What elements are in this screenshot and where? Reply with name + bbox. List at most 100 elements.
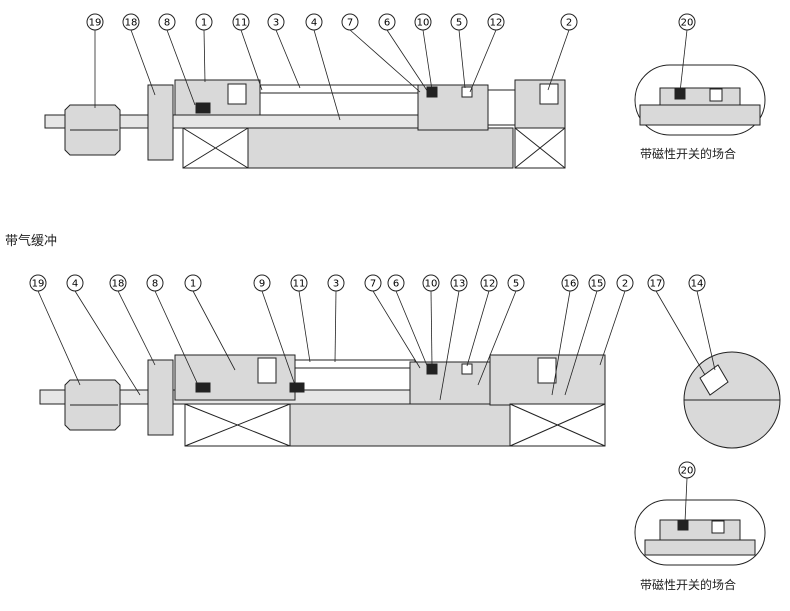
callout-bottom-8: 8 [146, 274, 199, 386]
cushion-valve-inset [683, 351, 781, 449]
callout-number: 16 [564, 279, 577, 290]
leader-line [74, 290, 141, 396]
callout-number: 7 [370, 279, 376, 290]
leader-line [203, 29, 206, 83]
callout-number: 11 [235, 18, 248, 29]
callout-top-3: 3 [267, 13, 301, 89]
callout-circle [414, 13, 432, 31]
leader-line [240, 29, 263, 91]
callout-top-5: 5 [450, 13, 468, 89]
bottom-cylinder [39, 354, 606, 447]
callout-number: 3 [273, 18, 279, 29]
callout-number: 19 [32, 279, 45, 290]
callout-circle [616, 274, 634, 292]
callout-circle [560, 13, 578, 31]
callout-number: 8 [164, 18, 170, 29]
callout-circle [364, 274, 382, 292]
leader-line [372, 290, 421, 369]
leader-line [564, 290, 598, 396]
callout-circle [327, 274, 345, 292]
leader-line [547, 29, 570, 91]
callout-top-10: 10 [414, 13, 433, 91]
leader-line [696, 290, 716, 371]
callout-circle [232, 13, 250, 31]
callout-circle [688, 274, 706, 292]
callout-number: 20 [681, 466, 694, 477]
callout-top-2: 2 [547, 13, 578, 91]
callout-circle [678, 461, 696, 479]
callout-number: 7 [347, 18, 353, 29]
callout-bottom-2: 2 [599, 274, 634, 366]
leader-line [466, 290, 490, 367]
callout-top-18: 18 [122, 13, 156, 96]
callout-circle [487, 13, 505, 31]
callout-circle [507, 274, 525, 292]
callout-bottom-10: 10 [422, 274, 440, 367]
leader-line [684, 477, 688, 523]
callout-number: 6 [384, 18, 390, 29]
leader-line [130, 29, 156, 96]
air-cushion-section-title: 带气缓冲 [5, 234, 58, 249]
callout-bottom-inset-20: 20 [678, 461, 696, 523]
callout-number: 17 [650, 279, 663, 290]
leader-line [395, 290, 429, 369]
callout-circle [66, 274, 84, 292]
leader-line [334, 290, 337, 363]
callout-number: 1 [190, 279, 196, 290]
callout-circle [422, 274, 440, 292]
leader-line [275, 29, 301, 89]
callout-circle [158, 13, 176, 31]
leader-line [166, 29, 196, 106]
callout-number: 12 [490, 18, 503, 29]
leader-line [679, 29, 688, 93]
callout-circle [450, 13, 468, 31]
callout-circle [86, 13, 104, 31]
callout-circle [122, 13, 140, 31]
callout-bottom-5: 5 [477, 274, 525, 386]
leader-line [261, 290, 296, 386]
callout-circle [267, 13, 285, 31]
bottom-inset-caption: 带磁性开关的场合 [640, 578, 737, 592]
callout-circle [378, 13, 396, 31]
callout-number: 13 [453, 279, 466, 290]
callout-circle [480, 274, 498, 292]
callout-top-8: 8 [158, 13, 196, 106]
callout-bottom-18: 18 [109, 274, 156, 366]
callout-circle [305, 13, 323, 31]
top-inset-magnet-detail [634, 64, 766, 136]
leader-line [469, 29, 497, 93]
callout-number: 2 [622, 279, 628, 290]
callout-circle [647, 274, 665, 292]
callout-bottom-1: 1 [184, 274, 236, 371]
callout-bottom-14: 14 [688, 274, 716, 371]
leader-line [154, 290, 199, 386]
callout-bottom-17: 17 [647, 274, 706, 376]
leader-line [298, 290, 311, 363]
leader-line [422, 29, 433, 91]
top-cylinder [44, 79, 566, 169]
callout-number: 14 [691, 279, 704, 290]
leader-line [117, 290, 156, 366]
callout-circle [341, 13, 359, 31]
callout-number: 5 [513, 279, 519, 290]
callout-bottom-9: 9 [253, 274, 296, 386]
callout-number: 20 [681, 18, 694, 29]
callout-number: 12 [483, 279, 496, 290]
leader-line [477, 290, 517, 386]
leader-line [386, 29, 429, 93]
leader-line [551, 290, 571, 396]
callout-number: 19 [89, 18, 102, 29]
callout-number: 1 [201, 18, 207, 29]
callout-circle [678, 13, 696, 31]
leader-line [599, 290, 626, 366]
callout-top-7: 7 [341, 13, 421, 93]
callout-number: 3 [333, 279, 339, 290]
callout-top-1: 1 [195, 13, 213, 83]
callout-top-4: 4 [305, 13, 341, 121]
callout-number: 15 [591, 279, 604, 290]
leader-line [192, 290, 236, 371]
callout-number: 6 [393, 279, 399, 290]
callout-bottom-11: 11 [290, 274, 311, 363]
leader-line [37, 290, 81, 386]
